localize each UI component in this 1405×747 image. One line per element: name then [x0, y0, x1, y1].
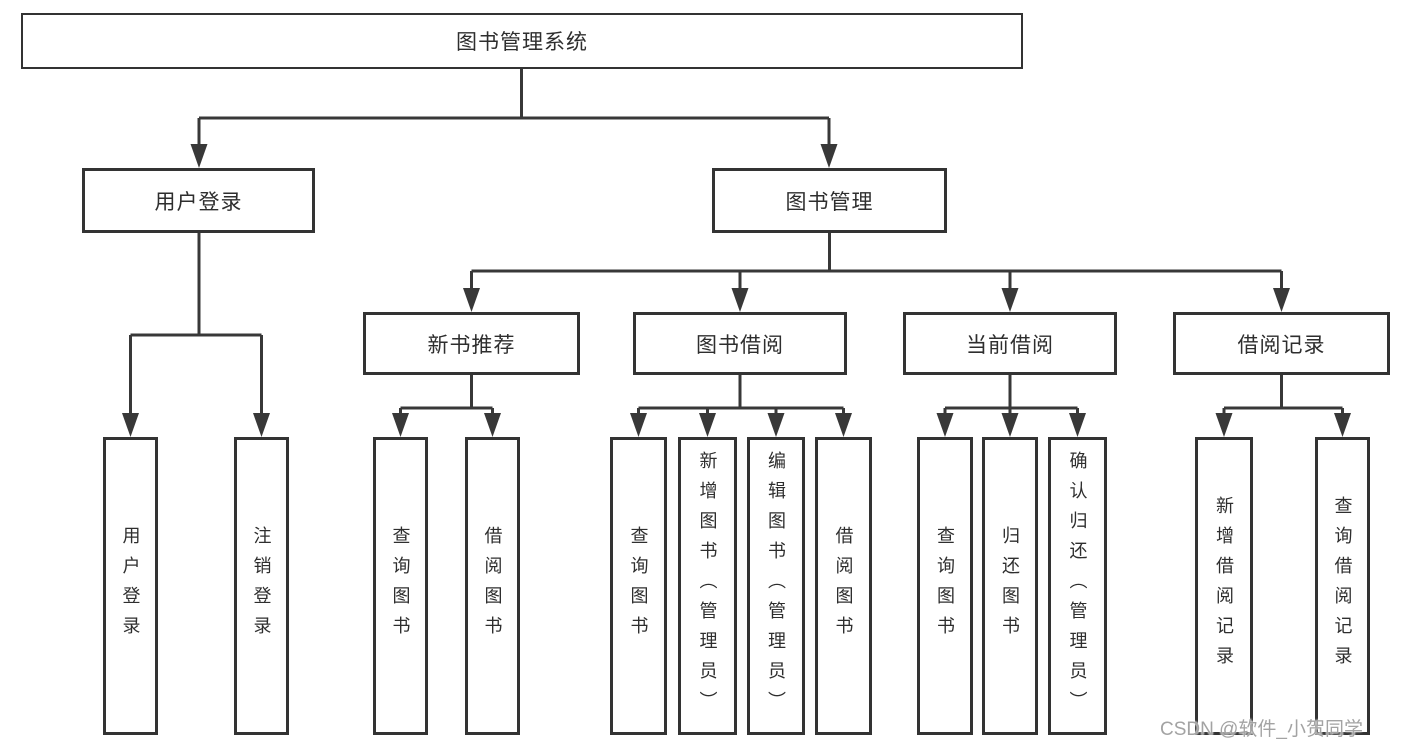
csdn-watermark: CSDN @软件_小贺同学 — [1160, 719, 1363, 740]
node-book-management: 图书管理 — [712, 168, 947, 233]
leaf-query-books-current: 查询图书 — [917, 437, 973, 735]
node-book-borrow: 图书借阅 — [633, 312, 847, 375]
leaf-borrow-books: 借阅图书 — [815, 437, 872, 735]
leaf-query-borrow-record: 查询借阅记录 — [1315, 437, 1370, 735]
leaf-borrow-books-recommend: 借阅图书 — [465, 437, 520, 735]
leaf-add-books-admin: 新增图书（管理员） — [678, 437, 737, 735]
node-current-borrow: 当前借阅 — [903, 312, 1117, 375]
leaf-edit-books-admin: 编辑图书（管理员） — [747, 437, 805, 735]
leaf-confirm-return-admin: 确认归还（管理员） — [1048, 437, 1107, 735]
node-new-book-recommend: 新书推荐 — [363, 312, 580, 375]
arrowhead-icons — [122, 144, 1351, 437]
leaf-logout-login: 注销登录 — [234, 437, 289, 735]
leaf-query-books-borrow: 查询图书 — [610, 437, 667, 735]
leaf-query-books-recommend: 查询图书 — [373, 437, 428, 735]
leaf-user-login: 用户登录 — [103, 437, 158, 735]
leaf-return-books: 归还图书 — [982, 437, 1038, 735]
leaf-add-borrow-record: 新增借阅记录 — [1195, 437, 1253, 735]
node-user-login: 用户登录 — [82, 168, 315, 233]
node-borrow-records: 借阅记录 — [1173, 312, 1390, 375]
root-node-library-system: 图书管理系统 — [21, 13, 1023, 69]
